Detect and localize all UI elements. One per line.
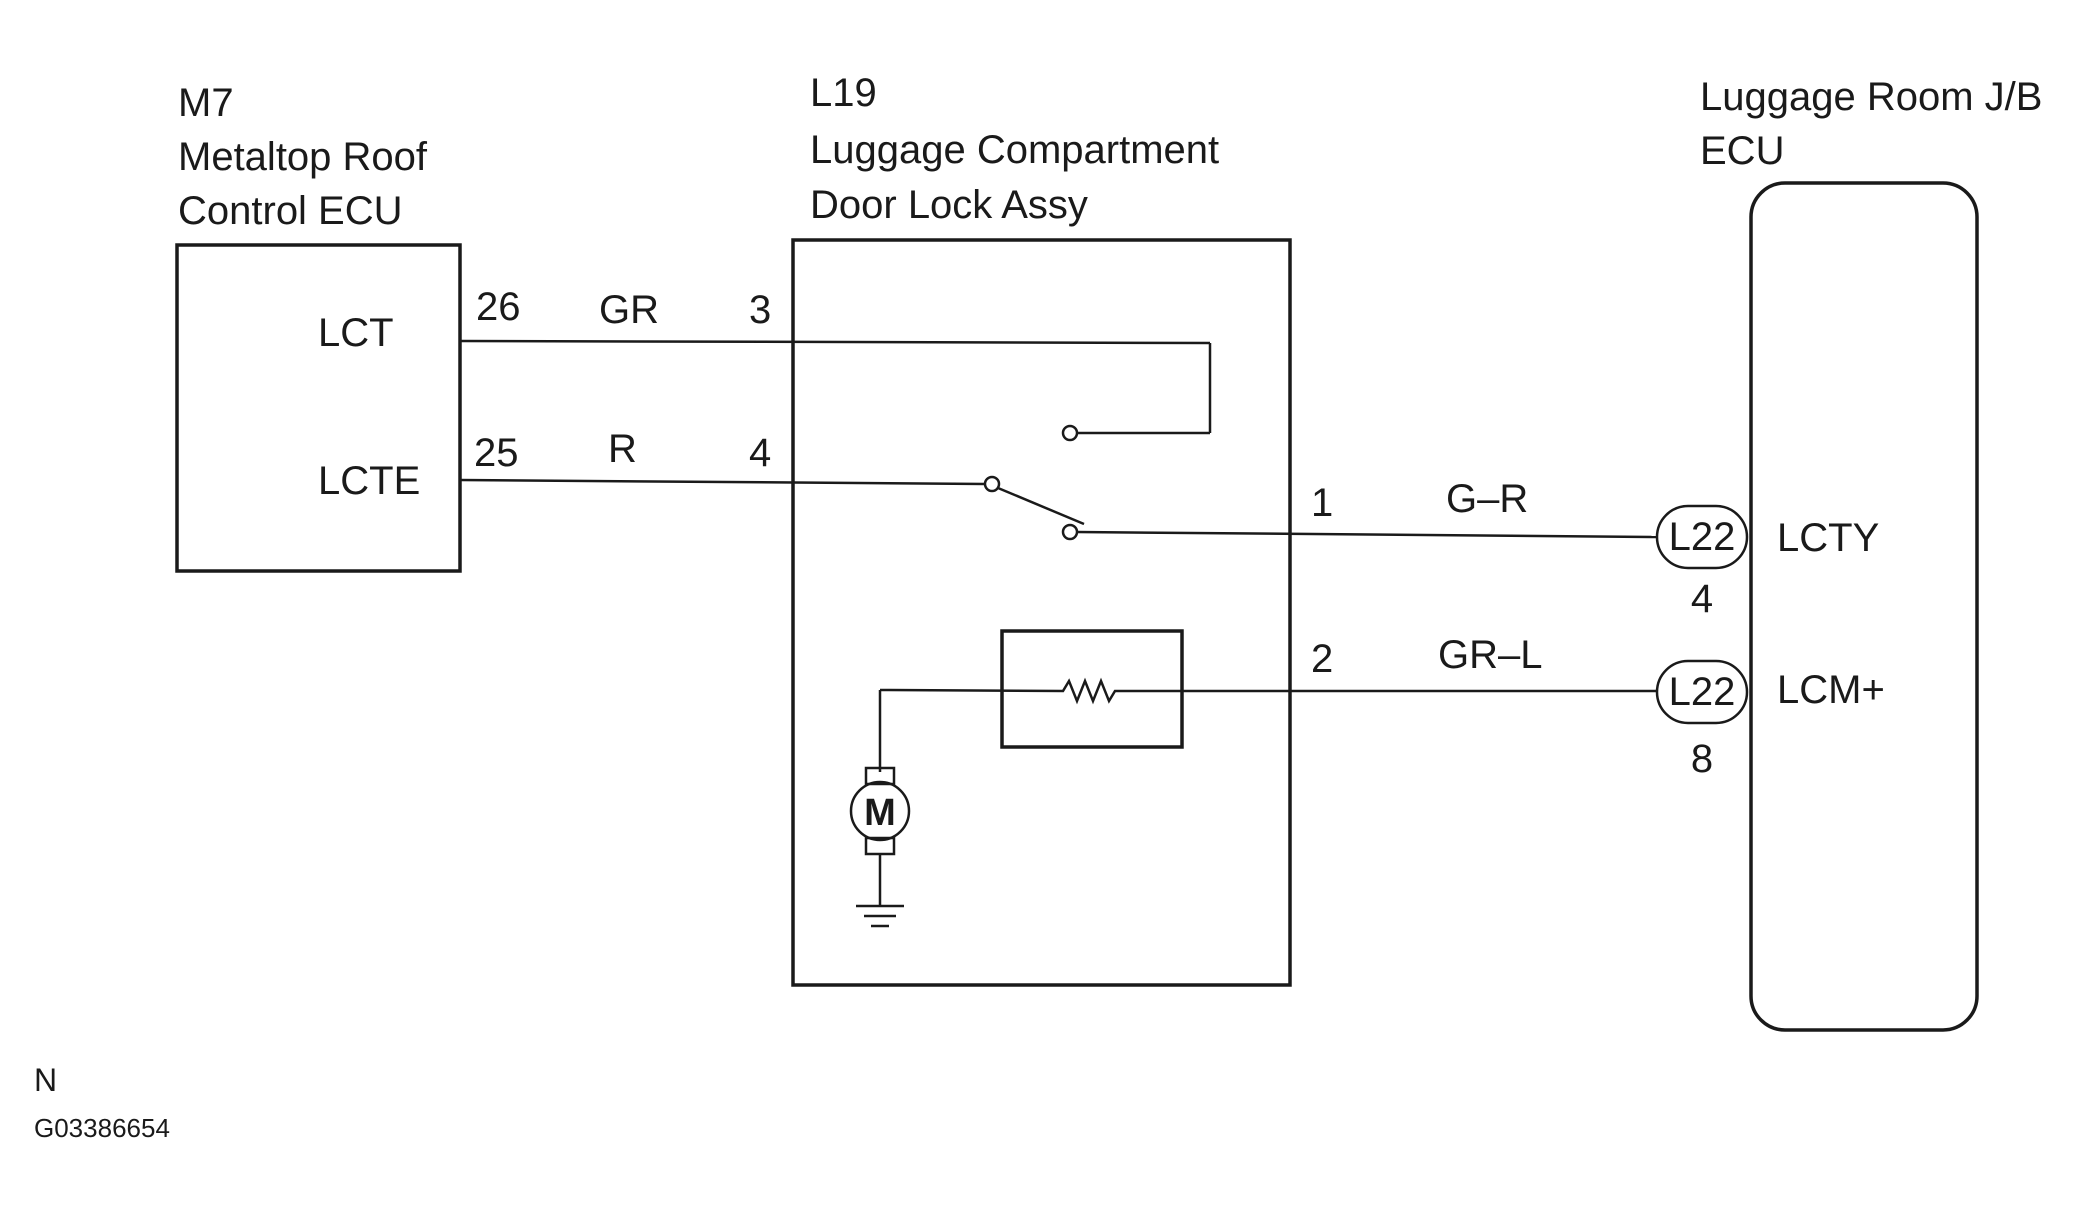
jb-ecu-box — [1749, 181, 1979, 1032]
switch-contact-lower — [1061, 523, 1079, 541]
wire-color-gr-l: GR–L — [1438, 633, 1543, 677]
pin-26: 26 — [476, 285, 521, 329]
connector-l22-a-label: L22 — [1669, 515, 1736, 559]
jb-name-line2: ECU — [1700, 129, 1784, 173]
motor-label: M — [864, 792, 896, 834]
wire-color-r: R — [608, 427, 637, 471]
connector-l22-a-pin: 4 — [1691, 577, 1713, 621]
pin-25: 25 — [474, 431, 519, 475]
connector-l22-b — [1655, 659, 1749, 725]
switch-pivot — [983, 475, 1001, 493]
footer-letter: N — [34, 1062, 57, 1098]
wire-color-g-r: G–R — [1446, 477, 1528, 521]
resistor-box — [1000, 629, 1184, 749]
l19-assy-box — [791, 238, 1292, 987]
motor-circle — [849, 780, 911, 842]
m7-name-line2: Control ECU — [178, 189, 403, 233]
motor-brush-top — [864, 766, 896, 786]
connector-l22-a — [1655, 504, 1749, 570]
switch-contact-upper — [1061, 424, 1079, 442]
l19-code: L19 — [810, 71, 877, 115]
resistor-symbol — [879, 677, 1182, 705]
m7-ecu-box — [175, 243, 462, 573]
terminal-lcte: LCTE — [318, 459, 420, 503]
terminal-lcty: LCTY — [1777, 516, 1879, 560]
wire-color-gr: GR — [599, 288, 659, 332]
pin-1: 1 — [1311, 481, 1333, 525]
wire-r — [459, 478, 986, 486]
m7-name-line1: Metaltop Roof — [178, 135, 428, 179]
pin-4: 4 — [749, 431, 771, 475]
jb-name-line1: Luggage Room J/B — [1700, 75, 2042, 119]
connector-l22-b-label: L22 — [1669, 670, 1736, 714]
wire-gr — [459, 339, 1211, 345]
pin-3: 3 — [749, 288, 771, 332]
l19-name-line2: Door Lock Assy — [810, 183, 1088, 227]
terminal-lcm: LCM+ — [1777, 668, 1885, 712]
pin-2: 2 — [1311, 637, 1333, 681]
l19-name-line1: Luggage Compartment — [810, 128, 1219, 172]
m7-code: M7 — [178, 81, 234, 125]
switch-blade — [997, 486, 1085, 526]
figure-code: G03386654 — [34, 1113, 170, 1143]
wire-g-r — [1076, 530, 1658, 539]
terminal-lct: LCT — [318, 311, 394, 355]
connector-l22-b-pin: 8 — [1691, 737, 1713, 781]
